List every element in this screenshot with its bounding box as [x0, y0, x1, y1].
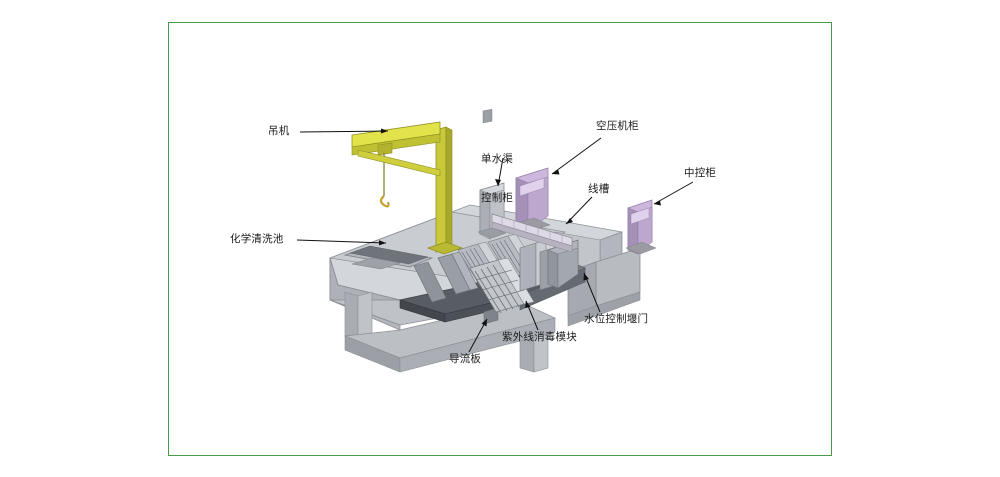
label-air-compressor-cabinet: 空压机柜: [596, 120, 639, 132]
leader-lines: [296, 128, 694, 353]
label-single-channel-control-cabinet: 单水渠 控制柜: [481, 127, 513, 231]
label-baffle-plate: 导流板: [449, 353, 482, 365]
label-water-level-control-weir-gate: 水位控制堰门: [584, 313, 649, 325]
label-crane: 吊机: [268, 125, 290, 137]
central-control-cabinet-shape: [625, 199, 657, 255]
cable-trough-shape: [491, 213, 573, 253]
jib-crane: [351, 121, 464, 255]
uv-disinfection-modules: [457, 233, 561, 314]
label-chemical-cleaning-tank: 化学清洗池: [230, 233, 284, 245]
label-uv-disinfection-module: 紫外线消毒模块: [502, 331, 577, 343]
chemical-cleaning-tank-shape: [343, 245, 434, 270]
label-cable-trough: 线槽: [588, 183, 610, 195]
label-single-channel-control-cabinet-line1: 单水渠: [481, 153, 514, 165]
label-single-channel-control-cabinet-line2: 控制柜: [481, 192, 514, 204]
label-central-control-cabinet: 中控柜: [684, 167, 717, 179]
air-compressor-cabinet-shape: [513, 167, 551, 232]
baffle-plate-shape: [413, 251, 499, 325]
